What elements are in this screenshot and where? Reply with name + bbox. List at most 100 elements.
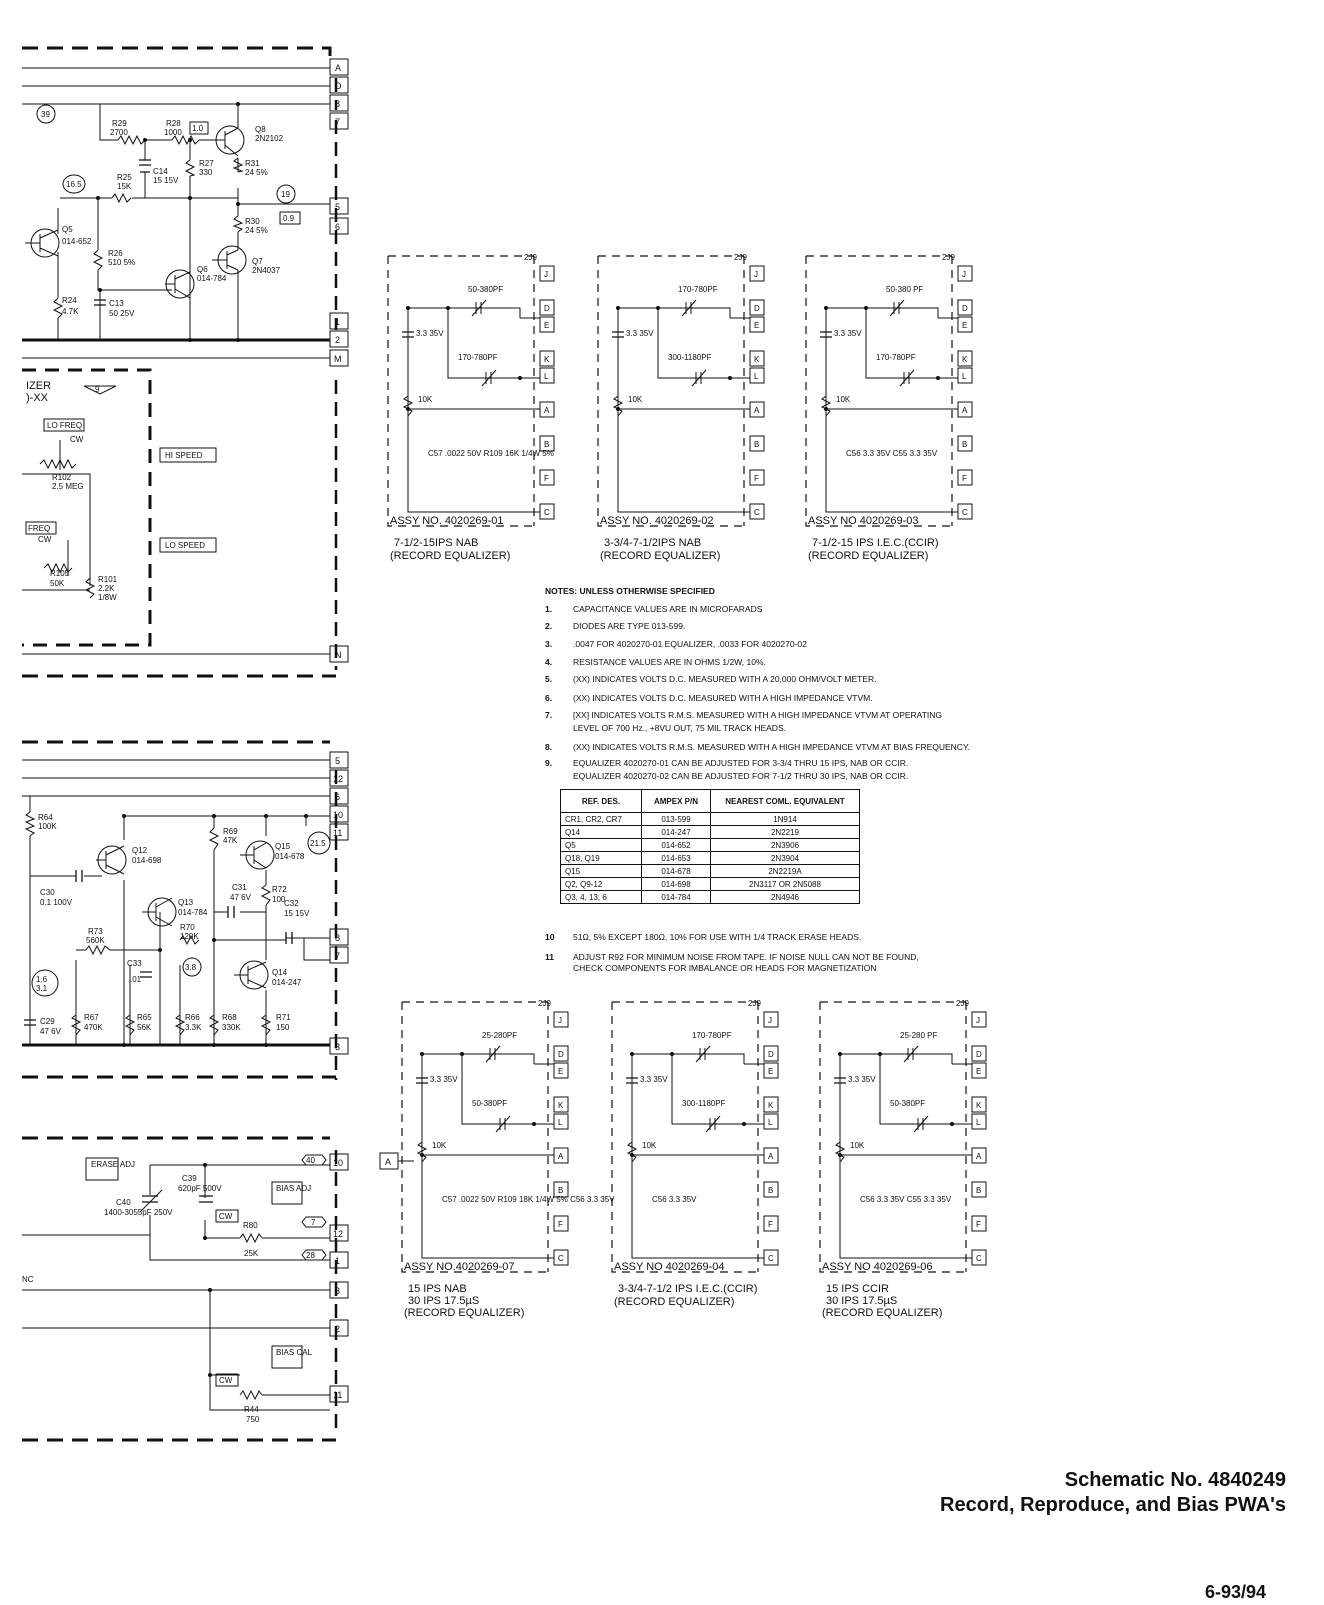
mid-measure: 3.8	[185, 963, 197, 972]
comp-value: 100K	[38, 822, 57, 831]
assy-c53: 170-780PF	[458, 353, 498, 362]
assy-connector-ref: 2J9	[524, 253, 537, 262]
assy-purpose: (RECORD EQUALIZER)	[614, 1296, 734, 1308]
assy-pin-label: J	[976, 1016, 980, 1025]
assy-c53: 50-380PF	[890, 1099, 925, 1108]
assy-pin	[539, 469, 555, 486]
note-mark: 9.	[545, 758, 553, 768]
table-header: REF. DES.	[560, 789, 642, 813]
comp-ref: C32	[284, 899, 299, 908]
comp-value: 15 15V	[153, 176, 179, 185]
assy-pin	[763, 1062, 779, 1079]
assy-purpose: (RECORD EQUALIZER)	[822, 1307, 942, 1319]
assy-pin	[553, 1215, 569, 1232]
assy-pin-label: K	[976, 1101, 982, 1110]
assy-pin-label: B	[962, 440, 967, 449]
assy-purpose: (RECORD EQUALIZER)	[404, 1307, 524, 1319]
r105-value: 50K	[50, 579, 65, 588]
comp-ref: R80	[243, 1221, 258, 1230]
assy-pin	[749, 367, 765, 384]
pin-10	[329, 1153, 349, 1171]
cw-label: CW	[38, 535, 52, 544]
assy-pin	[553, 1181, 569, 1198]
comp-ref: R26	[108, 249, 123, 258]
comp-value: 24 5%	[245, 168, 268, 177]
note-mark: 2.	[545, 621, 553, 631]
assy-speed: 7-1/2-15IPS NAB	[394, 537, 478, 549]
assy-speed: 7-1/2-15 IPS I.E.C.(CCIR)	[812, 537, 939, 549]
table-cell: 014-653	[641, 851, 711, 865]
upper-pin-label: 6	[335, 222, 340, 232]
assy-extra: C56 3.3 35V	[652, 1195, 697, 1204]
table-header: NEAREST COML. EQUIVALENT	[710, 789, 860, 813]
comp-ref: R30	[245, 217, 260, 226]
assy-c52: 3.3 35V	[848, 1075, 876, 1084]
assy-connector-ref: 2J9	[538, 999, 551, 1008]
table-cell: 014-698	[641, 877, 711, 891]
note-item: 4. RESISTANCE VALUES ARE IN OHMS 1/2W, 10…	[545, 657, 766, 667]
bias-cal-label: BIAS CAL	[276, 1348, 313, 1357]
assy-pin-label: B	[754, 440, 759, 449]
assy-pin-label: F	[768, 1220, 773, 1229]
comp-value: .01	[130, 975, 142, 984]
comp-value: 100	[272, 895, 286, 904]
comp-value: 2N4037	[252, 266, 281, 275]
cw-label: CW	[219, 1376, 233, 1385]
comp-value: 014-698	[132, 856, 162, 865]
note-text: DIODES ARE TYPE 013-599.	[573, 621, 686, 631]
assy-pin-label: K	[768, 1101, 774, 1110]
upper-pin-label: 1	[335, 317, 340, 327]
assy-pin	[971, 1181, 987, 1198]
assy-pin-label: B	[558, 1186, 563, 1195]
table-cell: 2N2219	[710, 825, 860, 839]
assy-pin-label: F	[976, 1220, 981, 1229]
comp-ref: Q14	[272, 968, 288, 977]
assy-assy: ASSY NO 4020269-04	[614, 1261, 724, 1273]
assy-pin-label: B	[768, 1186, 773, 1195]
table-cell: Q2, Q9-12	[560, 877, 642, 891]
assy-pin	[553, 1113, 569, 1130]
comp-value: 24 5%	[245, 226, 268, 235]
comp-value: 3.3K	[185, 1023, 202, 1032]
assy-pin	[957, 299, 973, 316]
assy-pin-label: L	[768, 1118, 773, 1127]
comp-ref: Q13	[178, 898, 194, 907]
comp-ref: R31	[245, 159, 260, 168]
note-mark: 3.	[545, 639, 553, 649]
assy-pin-label: D	[962, 304, 968, 313]
comp-ref: R65	[137, 1013, 152, 1022]
assy-c54: 170-780PF	[678, 285, 718, 294]
assy-pin	[539, 299, 555, 316]
external-pin-label: A	[385, 1157, 391, 1167]
lo-speed-label: LO SPEED	[165, 541, 205, 550]
assy-pin-label: B	[544, 440, 549, 449]
pin-11	[329, 1385, 349, 1403]
assy-pin	[957, 350, 973, 367]
comp-value: 120K	[180, 932, 199, 941]
pin-2	[329, 330, 349, 348]
assy-pin	[971, 1113, 987, 1130]
upper-pin-label: 5	[335, 202, 340, 212]
table-cell: 1N914	[710, 812, 860, 826]
pin-12	[329, 1224, 349, 1242]
comp-value: 330K	[222, 1023, 241, 1032]
pin-2	[329, 1319, 349, 1337]
note-text: RESISTANCE VALUES ARE IN OHMS 1/2W, 10%.	[573, 657, 766, 667]
assy-pin	[957, 469, 973, 486]
comp-ref: R67	[84, 1013, 99, 1022]
assy-pin	[957, 435, 973, 452]
assy-pin-label: D	[558, 1050, 564, 1059]
pin-7	[329, 112, 349, 130]
comp-ref: R44	[244, 1405, 259, 1414]
note-mark: 4.	[545, 657, 553, 667]
table-cell: Q14	[560, 825, 642, 839]
assy-pin-label: K	[544, 355, 550, 364]
assy-pin	[539, 316, 555, 333]
comp-ref: R27	[199, 159, 214, 168]
r102-ref: R102	[52, 473, 72, 482]
